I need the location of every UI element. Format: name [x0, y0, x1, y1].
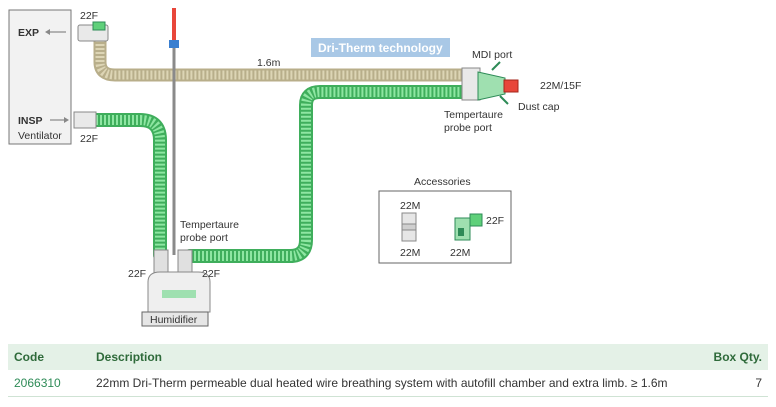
table-header-row: Code Description Box Qty.	[8, 344, 768, 370]
humidifier: Humidifier	[141, 249, 211, 327]
accessory-a-bottom: 22M	[400, 247, 420, 259]
ventilator-label: Ventilator	[18, 130, 62, 142]
header-description: Description	[90, 344, 686, 370]
insp-connector-label: 22F	[80, 133, 98, 145]
length-label: 1.6m	[257, 57, 281, 69]
temp-probe-hum-label-2: probe port	[180, 232, 228, 244]
expiratory-limb	[77, 21, 477, 82]
header-code: Code	[8, 344, 90, 370]
inspiratory-limb	[73, 111, 167, 262]
accessory-b-right: 22F	[486, 215, 504, 227]
dust-cap-label: Dust cap	[518, 101, 560, 113]
brand-text: Dri-Therm technology	[318, 41, 443, 55]
row-code: 2066310	[8, 370, 90, 397]
patient-limb	[183, 85, 472, 263]
patient-y-piece	[461, 61, 519, 105]
ventilator: EXP INSP Ventilator	[8, 9, 72, 145]
row-description: 22mm Dri-Therm permeable dual heated wir…	[90, 370, 686, 397]
brand-badge: Dri-Therm technology	[311, 38, 450, 57]
mdi-port-label: MDI port	[472, 49, 512, 61]
insp-label: INSP	[18, 115, 43, 127]
patient-end-label: 22M/15F	[540, 80, 581, 92]
probe-rod	[169, 8, 179, 255]
header-qty: Box Qty.	[686, 344, 768, 370]
temp-probe-patient-label-1: Tempertaure	[444, 109, 503, 121]
accessories-box: Accessories 22M 22M 22F 22M	[378, 176, 512, 264]
exp-connector-label: 22F	[80, 10, 98, 22]
product-table: Code Description Box Qty. 2066310 22mm D…	[8, 344, 768, 397]
exp-label: EXP	[18, 27, 39, 39]
accessories-title: Accessories	[414, 176, 471, 188]
hum-right-label: 22F	[202, 268, 220, 280]
accessory-b-bottom: 22M	[450, 247, 470, 259]
table-row: 2066310 22mm Dri-Therm permeable dual he…	[8, 370, 768, 397]
humidifier-label: Humidifier	[150, 314, 198, 326]
temp-probe-hum-label-1: Tempertaure	[180, 219, 239, 231]
accessory-a-top: 22M	[400, 200, 420, 212]
breathing-system-diagram: EXP INSP Ventilator Humidifi	[8, 8, 581, 327]
row-qty: 7	[686, 370, 768, 397]
hum-left-label: 22F	[128, 268, 146, 280]
temp-probe-patient-label-2: probe port	[444, 122, 492, 134]
